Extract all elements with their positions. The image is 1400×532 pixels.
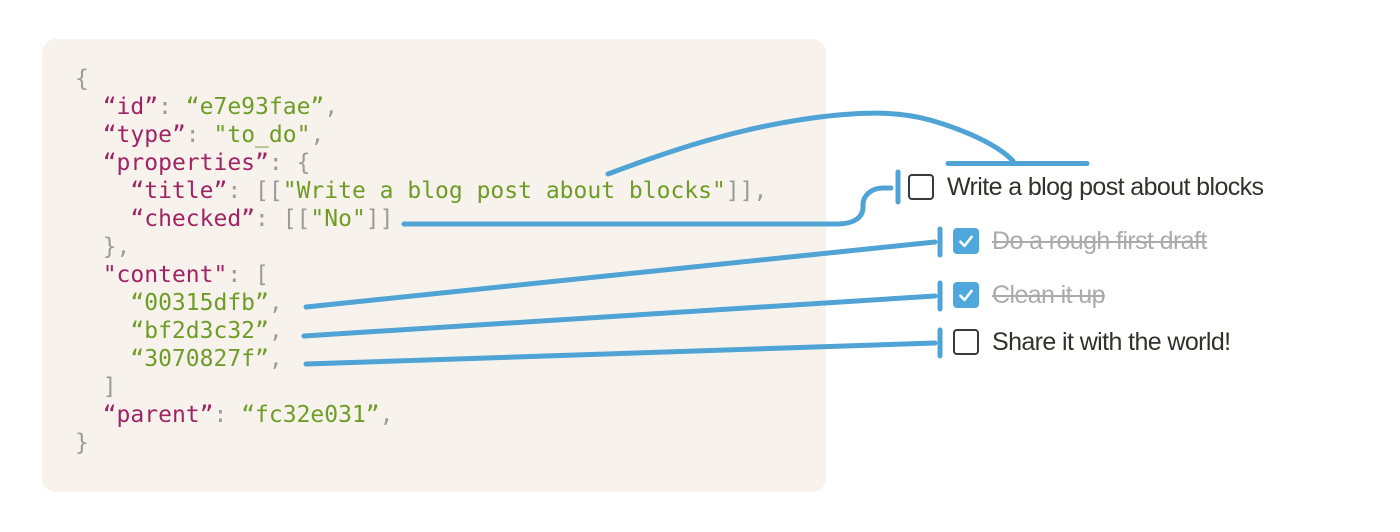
checkmark-icon xyxy=(959,289,973,302)
todo-label: Clean it up xyxy=(992,281,1106,309)
code-token: “title” xyxy=(130,178,228,204)
code-token: }, xyxy=(75,234,131,260)
code-token: “00315dfb” xyxy=(130,290,269,316)
code-token: “parent” xyxy=(102,402,214,428)
code-token xyxy=(75,290,130,316)
todo-item[interactable]: Write a blog post about blocks xyxy=(908,173,1264,201)
code-token: : [[ xyxy=(227,178,283,204)
code-token: "content" xyxy=(102,262,228,288)
json-code-panel: { “id”: “e7e93fae”, “type”: "to_do", “pr… xyxy=(42,39,826,492)
code-token: : xyxy=(158,94,186,120)
code-token: "Write a blog post about blocks" xyxy=(282,178,726,204)
code-token: “id” xyxy=(102,94,159,120)
code-token xyxy=(75,150,103,176)
code-token: ]], xyxy=(725,178,768,204)
code-token: , xyxy=(379,402,394,428)
code-token xyxy=(75,262,103,288)
code-token: "to_do" xyxy=(213,122,311,148)
code-token: ] xyxy=(75,374,117,400)
todo-label: Do a rough first draft xyxy=(992,227,1207,255)
code-token: “type” xyxy=(102,122,186,148)
checkbox-unchecked-icon[interactable] xyxy=(953,329,979,355)
json-code-block: { “id”: “e7e93fae”, “type”: "to_do", “pr… xyxy=(75,65,767,457)
code-token xyxy=(75,346,130,372)
code-token: “fc32e031” xyxy=(241,402,380,428)
code-token: , xyxy=(268,290,283,316)
checkmark-icon xyxy=(959,235,973,248)
code-token xyxy=(75,94,103,120)
code-token: : { xyxy=(268,150,311,176)
todo-label: Write a blog post about blocks xyxy=(947,173,1264,201)
code-token: ]] xyxy=(365,206,394,232)
code-token: } xyxy=(75,430,89,456)
code-token: : [ xyxy=(227,262,269,288)
code-token: : [[ xyxy=(255,206,311,232)
code-token: “bf2d3c32” xyxy=(130,318,269,344)
code-token: “properties” xyxy=(102,150,269,176)
checkbox-checked-icon[interactable] xyxy=(953,282,979,308)
code-token xyxy=(75,122,103,148)
code-token xyxy=(75,206,130,232)
code-token: , xyxy=(310,122,325,148)
code-token: "No" xyxy=(310,206,366,232)
code-token xyxy=(75,178,130,204)
code-token: “e7e93fae” xyxy=(185,94,325,120)
code-token: , xyxy=(268,318,283,344)
code-token: { xyxy=(75,66,89,92)
todo-item[interactable]: Share it with the world! xyxy=(953,329,1231,355)
code-token: “checked” xyxy=(130,206,256,232)
todo-item[interactable]: Do a rough first draft xyxy=(953,228,1207,254)
code-token xyxy=(75,402,103,428)
code-token: , xyxy=(268,346,283,372)
checkbox-unchecked-icon[interactable] xyxy=(908,174,934,200)
code-token: : xyxy=(185,122,214,148)
code-token: : xyxy=(213,402,242,428)
code-token: , xyxy=(324,94,339,120)
code-token xyxy=(75,318,130,344)
checkbox-checked-icon[interactable] xyxy=(953,228,979,254)
todo-label: Share it with the world! xyxy=(992,328,1231,356)
code-token: “3070827f” xyxy=(130,346,269,372)
todo-item[interactable]: Clean it up xyxy=(953,281,1106,309)
